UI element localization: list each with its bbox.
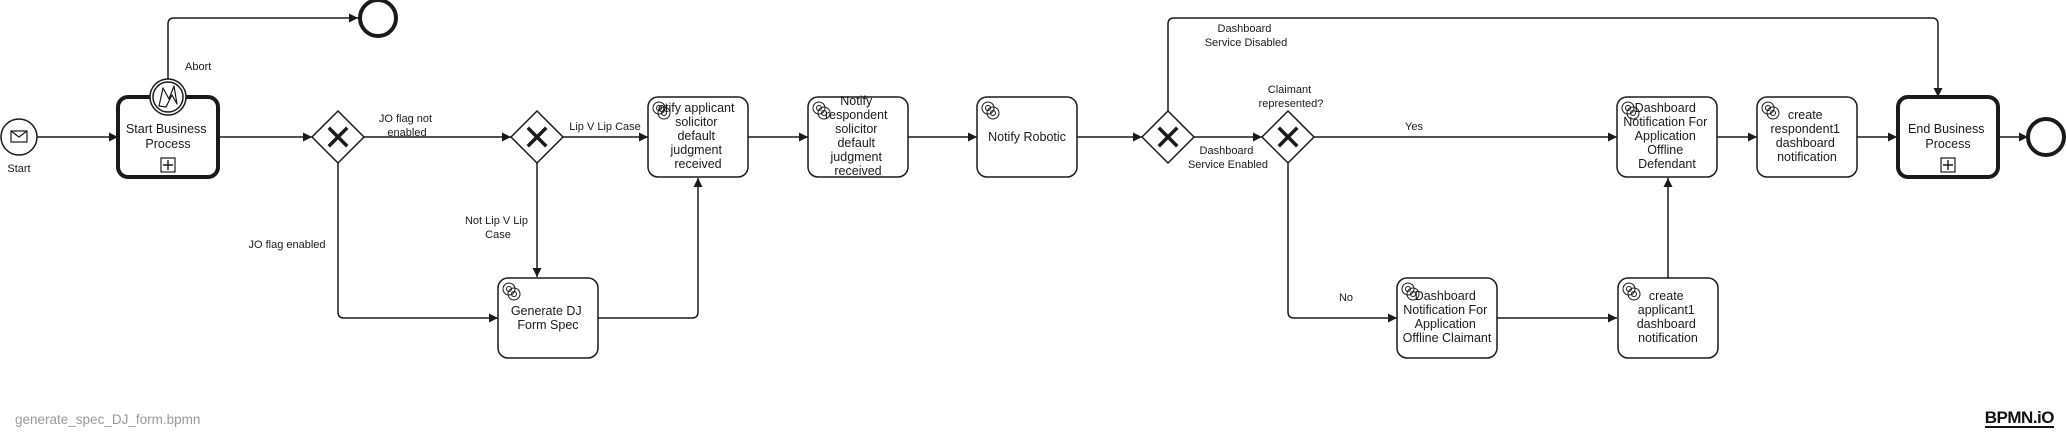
task-end-business-process[interactable]: End Business Process <box>1896 95 2000 179</box>
service-gear-icon <box>1761 101 1780 120</box>
bpmn-io-logo[interactable]: BPMN.iO <box>1984 408 2055 428</box>
task-label: Dashboard Notification For Application O… <box>1403 289 1492 345</box>
service-gear-icon <box>652 101 671 120</box>
label-dashboard-service-enabled: Dashboard Service Enabled <box>1188 145 1268 171</box>
label-yes: Yes <box>1405 121 1423 133</box>
x-icon <box>526 126 548 148</box>
subprocess-expand-icon[interactable] <box>1940 157 1956 173</box>
exclusive-gateway-dashboard-service[interactable] <box>1140 109 1196 165</box>
service-gear-icon <box>1622 282 1641 301</box>
exclusive-gateway-lip-v-lip[interactable] <box>509 109 565 165</box>
end-event[interactable] <box>2026 117 2066 157</box>
x-icon <box>327 126 349 148</box>
envelope-icon <box>10 130 28 143</box>
exclusive-gateway-claimant-represented[interactable] <box>1260 109 1316 165</box>
error-icon <box>158 85 178 108</box>
task-notify-robotic[interactable]: Notify Robotic <box>976 96 1078 178</box>
sequence-flows <box>37 13 2028 323</box>
task-label: otify applicant solicitor default judgme… <box>658 101 738 171</box>
exclusive-gateway-jo-flag[interactable] <box>310 109 366 165</box>
task-label: Dashboard Notification For Application O… <box>1623 101 1711 171</box>
start-event-label: Start <box>7 163 30 175</box>
flow-abort-to-end[interactable] <box>167 13 358 118</box>
flow-no[interactable] <box>1287 163 1397 323</box>
flow-generate-to-notify-applicant[interactable] <box>598 178 703 319</box>
task-label: Notify respondent solicitor default judg… <box>825 94 891 178</box>
task-dashboard-offline-defendant[interactable]: Dashboard Notification For Application O… <box>1616 96 1718 178</box>
label-claimant-represented: Claimant represented? <box>1259 84 1324 110</box>
service-gear-icon <box>1401 282 1420 301</box>
start-event[interactable] <box>0 118 38 156</box>
flow-jo-enabled[interactable] <box>337 163 498 323</box>
task-label: Generate DJ Form Spec <box>511 304 585 332</box>
task-notify-applicant[interactable]: otify applicant solicitor default judgme… <box>647 96 749 178</box>
label-lip-v-lip-case: Lip V Lip Case <box>569 121 641 133</box>
x-icon <box>1277 126 1299 148</box>
subprocess-expand-icon[interactable] <box>160 157 176 173</box>
task-dashboard-offline-claimant[interactable]: Dashboard Notification For Application O… <box>1396 277 1498 359</box>
service-gear-icon <box>1621 101 1640 120</box>
task-label: End Business Process <box>1908 122 1988 151</box>
label-jo-flag-not-enabled: JO flag not enabled <box>379 113 435 139</box>
service-gear-icon <box>502 282 521 301</box>
end-event-abort[interactable] <box>358 0 398 38</box>
label-dashboard-service-disabled: Dashboard Service Disabled <box>1205 23 1288 49</box>
task-create-respondent1-notification[interactable]: create respondent1 dashboard notificatio… <box>1756 96 1858 178</box>
task-generate-dj-form-spec[interactable]: Generate DJ Form Spec <box>497 277 599 359</box>
abort-label: Abort <box>185 61 211 73</box>
flow-dash-disabled[interactable] <box>1167 17 1943 111</box>
task-start-business-process[interactable]: Start Business Process <box>116 95 220 179</box>
task-label: Start Business Process <box>126 122 210 151</box>
service-gear-icon <box>812 101 831 120</box>
label-no: No <box>1339 292 1353 304</box>
label-not-lip-v-lip-case: Not Lip V Lip Case <box>465 215 531 241</box>
task-label: Notify Robotic <box>988 130 1066 144</box>
service-gear-icon <box>981 101 1000 120</box>
diagram-filename: generate_spec_DJ_form.bpmn <box>15 412 201 427</box>
task-label: create applicant1 dashboard notification <box>1637 289 1700 345</box>
task-notify-respondent[interactable]: Notify respondent solicitor default judg… <box>807 94 909 178</box>
abort-boundary-event[interactable] <box>149 78 187 116</box>
label-jo-flag-enabled: JO flag enabled <box>248 239 325 251</box>
x-icon <box>1157 126 1179 148</box>
task-create-applicant1-notification[interactable]: create applicant1 dashboard notification <box>1617 277 1719 359</box>
task-label: create respondent1 dashboard notificatio… <box>1771 108 1844 164</box>
